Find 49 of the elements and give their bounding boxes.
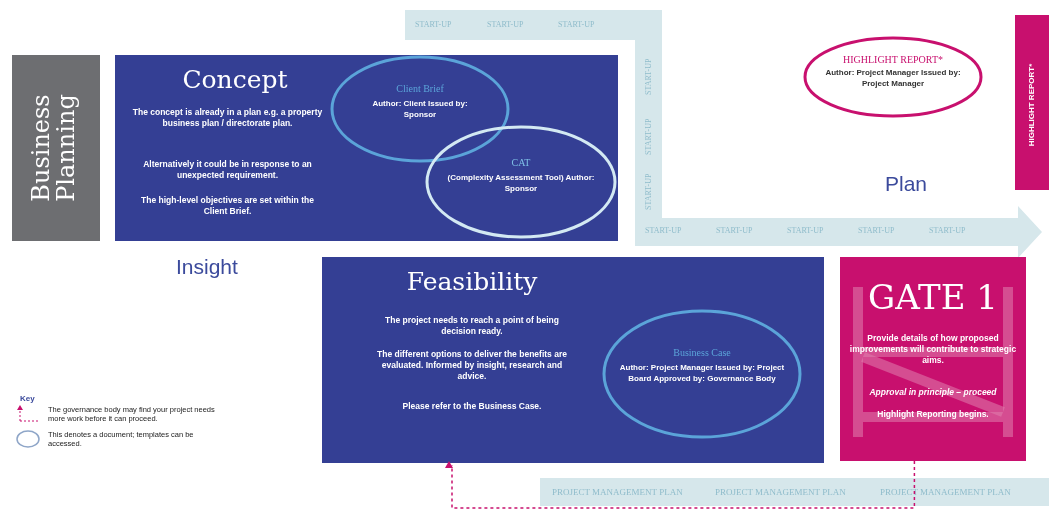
band-text: START-UP <box>645 226 682 235</box>
stage-box <box>115 55 618 241</box>
phase-label: Insight <box>176 255 238 279</box>
description-text: The high-level objectives are set within the Client Brief. <box>140 195 315 218</box>
gate-title: GATE 1 <box>867 277 999 317</box>
document-details: Author: Client Issued by: Sponsor <box>371 99 469 121</box>
stage-box <box>322 257 824 463</box>
document-title: Business Case <box>672 347 732 358</box>
document-details: Author: Project Manager Issued by: Project Board Approved by: Governance Body <box>618 363 786 385</box>
band-text: START-UP <box>558 20 595 29</box>
phase-label: Plan <box>885 172 928 196</box>
key-heading: Key <box>20 394 35 403</box>
gate-text: Approval in principle – proceed <box>868 387 998 399</box>
description-text: The concept is already in a plan e.g. a property business plan / directorate plan. <box>131 107 324 130</box>
band-text: START-UP <box>644 58 653 95</box>
document-ellipse <box>330 55 510 163</box>
phase-title: Business Planning <box>29 93 80 204</box>
report-title: HIGHLIGHT REPORT* <box>1027 62 1036 149</box>
document-details: Author: Project Manager Issued by: Project Manager <box>824 68 962 90</box>
report-bar <box>1015 15 1049 190</box>
band-text: START-UP <box>644 118 653 155</box>
band-text: START-UP <box>787 226 824 235</box>
description-text: Alternatively it could be in response to an unexpected requirement. <box>142 159 313 182</box>
document-ellipse <box>803 36 983 118</box>
band-text: START-UP <box>644 173 653 210</box>
document-title: CAT <box>510 157 532 168</box>
band-text: PROJECT MANAGEMENT PLAN <box>715 487 846 497</box>
gate-box <box>840 257 1026 461</box>
band-text: START-UP <box>487 20 524 29</box>
band-text: START-UP <box>929 226 966 235</box>
document-ellipse <box>425 125 617 239</box>
stage-title: Concept <box>181 65 289 94</box>
document-title: Client Brief <box>395 83 445 94</box>
description-text: Please refer to the Business Case. <box>401 401 543 413</box>
band-text: PROJECT MANAGEMENT PLAN <box>552 487 683 497</box>
description-text: The different options to deliver the benefits are evaluated. Informed by insight, research and advice. <box>377 349 567 383</box>
description-text: The project needs to reach a point of being decision ready. <box>384 315 560 338</box>
band-text: START-UP <box>858 226 895 235</box>
document-title: HIGHLIGHT REPORT* <box>841 54 944 65</box>
phase-box <box>12 55 100 241</box>
gate-text: Provide details of how proposed improvements will contribute to strategic aims. <box>848 333 1018 367</box>
gate-text: Highlight Reporting begins. <box>876 409 990 421</box>
document-details: (Complexity Assessment Tool) Author: Sponsor <box>446 173 596 195</box>
dashed-arrow <box>445 460 916 509</box>
document-ellipse <box>602 309 802 439</box>
stage-title: Feasibility <box>405 267 539 296</box>
band-text: START-UP <box>415 20 452 29</box>
band-text: START-UP <box>716 226 753 235</box>
band-text: PROJECT MANAGEMENT PLAN <box>880 487 1011 497</box>
